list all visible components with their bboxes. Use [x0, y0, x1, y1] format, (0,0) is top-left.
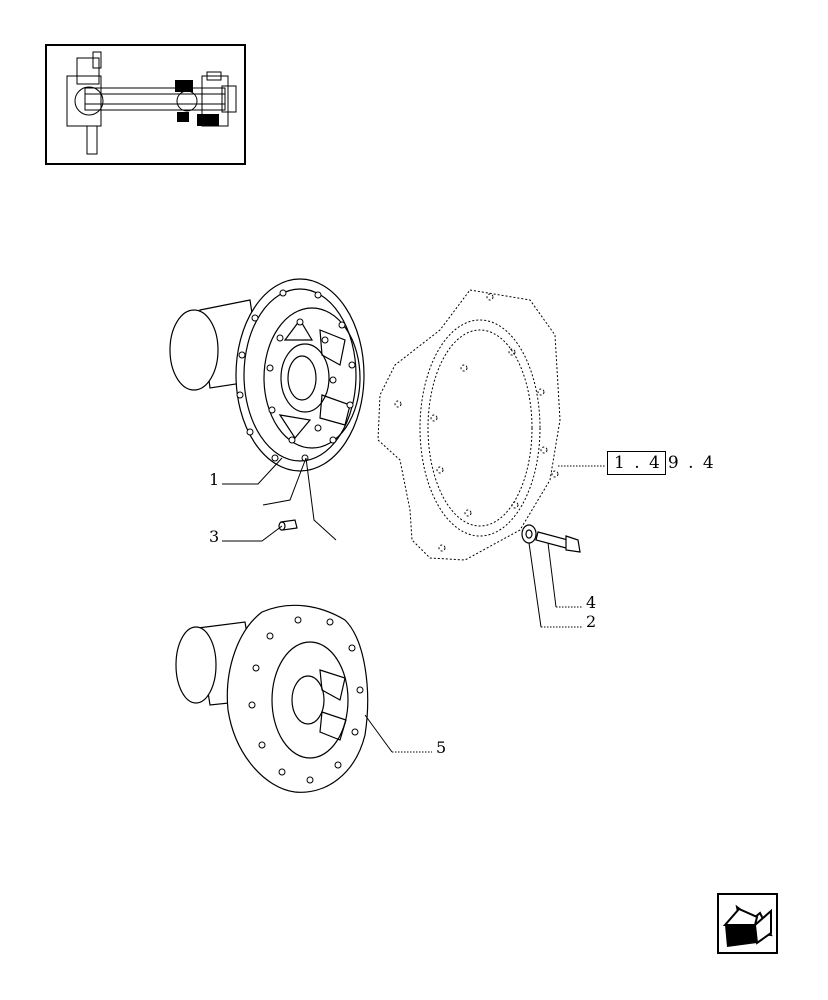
callout-5[interactable]: 5 — [436, 738, 447, 757]
reference-boxed-part: 1 . 4 — [607, 451, 666, 475]
dowel-pin-part — [278, 519, 298, 531]
reference-rest-part: 9 . 4 — [667, 453, 716, 473]
axle-assembly-thumbnail[interactable] — [45, 44, 246, 165]
callout-4[interactable]: 4 — [586, 593, 597, 612]
leader-lines — [222, 457, 605, 753]
callout-2[interactable]: 2 — [586, 612, 597, 631]
bolt-part — [535, 531, 581, 553]
axle-thumbnail-icon — [66, 51, 237, 155]
variant-bolt-holes — [248, 616, 364, 784]
callout-3[interactable]: 3 — [209, 527, 220, 546]
mounting-plate — [377, 289, 561, 561]
back-arrow-icon — [722, 904, 773, 947]
hub-bolt-holes — [236, 289, 356, 462]
callout-1[interactable]: 1 — [209, 470, 220, 489]
washer-part — [521, 524, 537, 544]
back-nav-button[interactable] — [717, 893, 778, 954]
hub-carrier-part — [169, 278, 365, 472]
